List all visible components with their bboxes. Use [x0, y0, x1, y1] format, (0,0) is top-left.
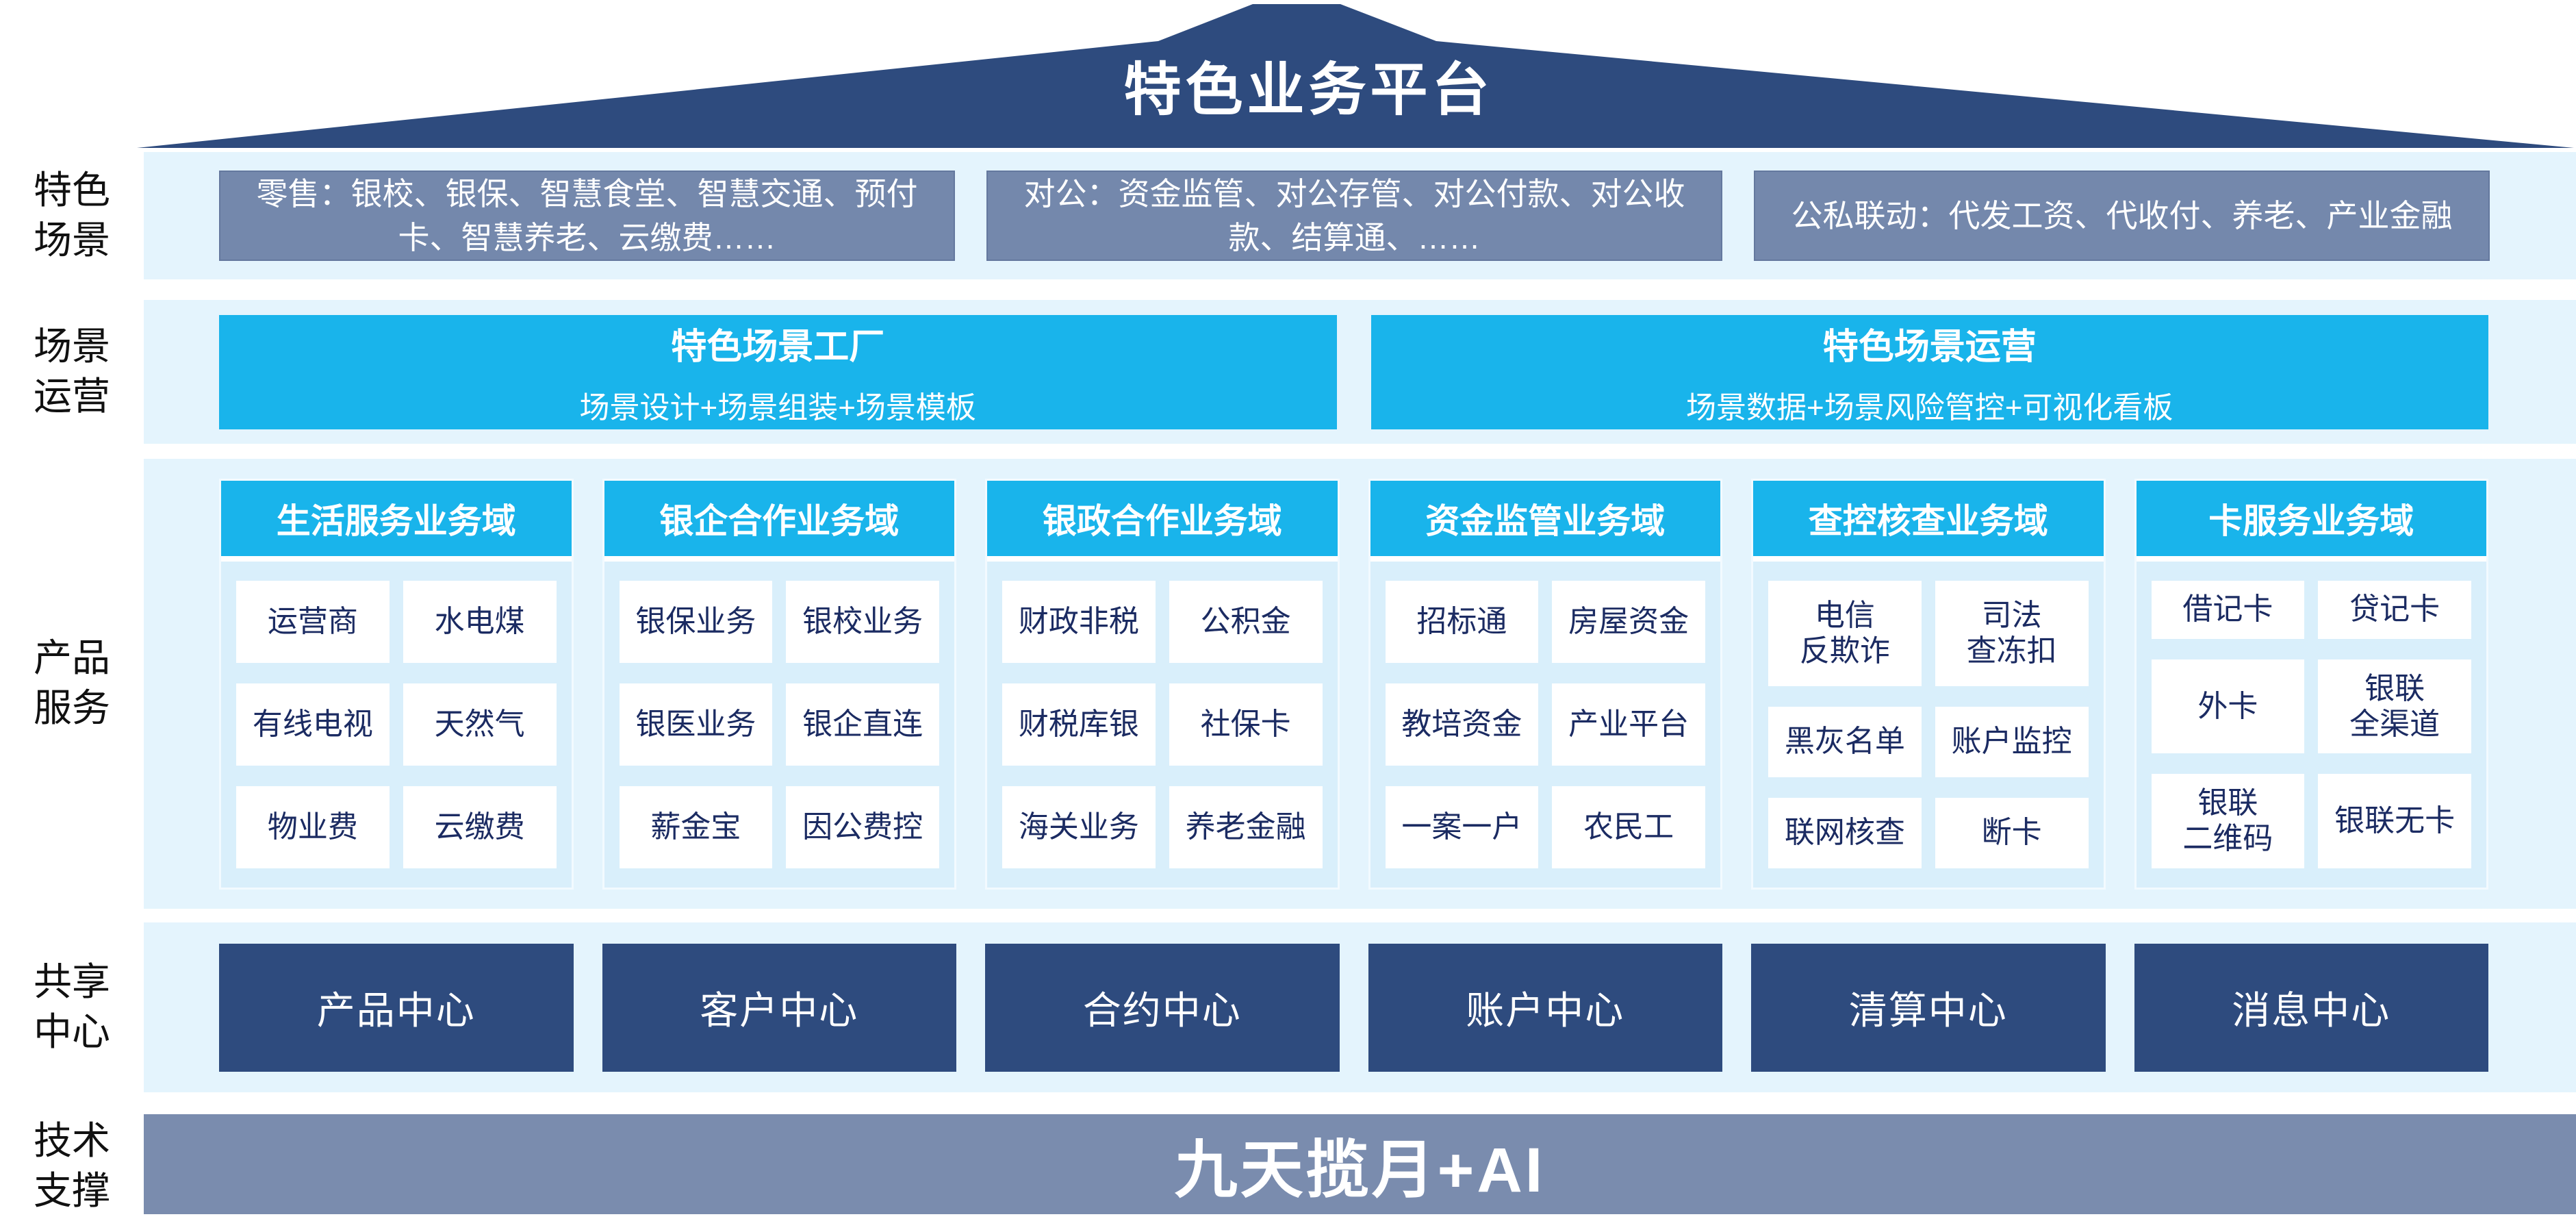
operation-band: 特色场景工厂 场景设计+场景组装+场景模板 特色场景运营 场景数据+场景风险管控…: [144, 300, 2576, 444]
side-label-tech: 技术 支撑: [34, 1119, 110, 1212]
shared-box-account-center: 账户中心: [1368, 943, 1722, 1072]
product-card: 海关业务: [1002, 785, 1156, 868]
product-card: 银联 全渠道: [2318, 659, 2471, 754]
product-card: 黑灰名单: [1768, 707, 1922, 777]
product-column-header: 卡服务业务域: [2136, 480, 2486, 556]
product-card: 银医业务: [619, 683, 773, 766]
product-card: 贷记卡: [2318, 580, 2471, 639]
product-card: 银联无卡: [2318, 774, 2471, 868]
product-card: 账户监控: [1935, 707, 2089, 777]
product-card: 一案一户: [1385, 785, 1539, 868]
scenario-box-corporate: 对公：资金监管、对公存管、对公付款、对公收款、结算通、……: [986, 171, 1722, 261]
product-card: 有线电视: [236, 683, 390, 766]
product-card: 司法 查冻扣: [1935, 580, 2089, 687]
product-card: 养老金融: [1169, 785, 1323, 868]
operation-box-subtitle: 场景设计+场景组装+场景模板: [579, 390, 976, 425]
product-column-header: 查控核查业务域: [1753, 480, 2104, 556]
platform-title: 特色业务平台: [1123, 58, 1494, 122]
product-card: 教培资金: [1385, 683, 1539, 766]
product-card: 银校业务: [786, 580, 939, 663]
product-column-card-service: 卡服务业务域 借记卡 贷记卡 外卡 银联 全渠道 银联 二维码 银联无卡: [2134, 478, 2488, 890]
product-card: 物业费: [236, 785, 390, 868]
product-card: 外卡: [2151, 659, 2305, 754]
operation-box-title: 特色场景运营: [1822, 327, 2037, 367]
product-column-header: 银政合作业务域: [987, 480, 1338, 556]
product-card: 公积金: [1169, 580, 1323, 663]
operation-box-operation: 特色场景运营 场景数据+场景风险管控+可视化看板: [1370, 314, 2488, 429]
side-label-operation: 场景 运营: [34, 325, 110, 418]
product-card: 银联 二维码: [2151, 774, 2305, 868]
product-column-header: 生活服务业务域: [221, 480, 572, 556]
roof-shape: [137, 4, 2574, 148]
product-card: 招标通: [1385, 580, 1539, 663]
product-card: 因公费控: [786, 785, 939, 868]
product-column-body: 运营商 水电煤 有线电视 天然气 物业费 云缴费: [221, 561, 572, 888]
shared-box-contract-center: 合约中心: [985, 943, 1340, 1072]
operation-box-factory: 特色场景工厂 场景设计+场景组装+场景模板: [219, 314, 1337, 429]
product-card: 电信 反欺诈: [1768, 580, 1922, 687]
product-card: 联网核查: [1768, 797, 1922, 868]
product-column-body: 招标通 房屋资金 教培资金 产业平台 一案一户 农民工: [1370, 561, 1720, 888]
product-card: 云缴费: [403, 785, 557, 868]
product-column-body: 电信 反欺诈 司法 查冻扣 黑灰名单 账户监控 联网核查 断卡: [1753, 561, 2104, 888]
product-card: 水电煤: [403, 580, 557, 663]
tech-support-bar: 九天揽月+AI: [144, 1114, 2576, 1214]
product-card: 天然气: [403, 683, 557, 766]
side-label-scenario: 特色 场景: [34, 168, 110, 262]
product-column-life-service: 生活服务业务域 运营商 水电煤 有线电视 天然气 物业费 云缴费: [219, 478, 574, 890]
product-card: 运营商: [236, 580, 390, 663]
tech-bar-label: 九天揽月+AI: [1174, 1135, 1546, 1205]
product-card: 农民工: [1552, 785, 1705, 868]
product-card: 社保卡: [1169, 683, 1323, 766]
scenario-band: 零售：银校、银保、智慧食堂、智慧交通、预付卡、智慧养老、云缴费…… 对公：资金监…: [144, 152, 2576, 279]
product-card: 薪金宝: [619, 785, 773, 868]
product-card: 财政非税: [1002, 580, 1156, 663]
operation-box-subtitle: 场景数据+场景风险管控+可视化看板: [1686, 390, 2173, 425]
product-card: 银企直连: [786, 683, 939, 766]
product-card: 断卡: [1935, 797, 2089, 868]
scenario-box-public-private: 公私联动：代发工资、代收付、养老、产业金融: [1754, 171, 2490, 261]
product-column-header: 银企合作业务域: [604, 480, 954, 556]
product-card: 银保业务: [619, 580, 773, 663]
shared-center-band: 产品中心 客户中心 合约中心 账户中心 清算中心 消息中心: [144, 922, 2576, 1092]
product-column-fund-supervision: 资金监管业务域 招标通 房屋资金 教培资金 产业平台 一案一户 农民工: [1368, 478, 1722, 890]
product-card: 产业平台: [1552, 683, 1705, 766]
roof-polygon: [137, 4, 2574, 148]
product-card: 房屋资金: [1552, 580, 1705, 663]
operation-box-title: 特色场景工厂: [671, 327, 885, 367]
product-column-body: 借记卡 贷记卡 外卡 银联 全渠道 银联 二维码 银联无卡: [2136, 561, 2486, 888]
product-column-header: 资金监管业务域: [1370, 480, 1720, 556]
product-band: 生活服务业务域 运营商 水电煤 有线电视 天然气 物业费 云缴费 银企合作业务域…: [144, 459, 2576, 909]
product-card: 借记卡: [2151, 580, 2305, 639]
product-card: 财税库银: [1002, 683, 1156, 766]
shared-box-message-center: 消息中心: [2134, 943, 2488, 1072]
product-column-body: 财政非税 公积金 财税库银 社保卡 海关业务 养老金融: [987, 561, 1338, 888]
product-column-bank-government: 银政合作业务域 财政非税 公积金 财税库银 社保卡 海关业务 养老金融: [985, 478, 1340, 890]
side-label-product: 产品 服务: [34, 636, 110, 729]
scenario-box-retail: 零售：银校、银保、智慧食堂、智慧交通、预付卡、智慧养老、云缴费……: [219, 171, 955, 261]
side-label-shared: 共享 中心: [34, 960, 110, 1053]
product-column-check-verification: 查控核查业务域 电信 反欺诈 司法 查冻扣 黑灰名单 账户监控 联网核查 断卡: [1751, 478, 2106, 890]
product-column-bank-enterprise: 银企合作业务域 银保业务 银校业务 银医业务 银企直连 薪金宝 因公费控: [602, 478, 956, 890]
shared-box-product-center: 产品中心: [219, 943, 574, 1072]
product-column-body: 银保业务 银校业务 银医业务 银企直连 薪金宝 因公费控: [604, 561, 954, 888]
shared-box-clearing-center: 清算中心: [1751, 943, 2106, 1072]
shared-box-customer-center: 客户中心: [602, 943, 956, 1072]
